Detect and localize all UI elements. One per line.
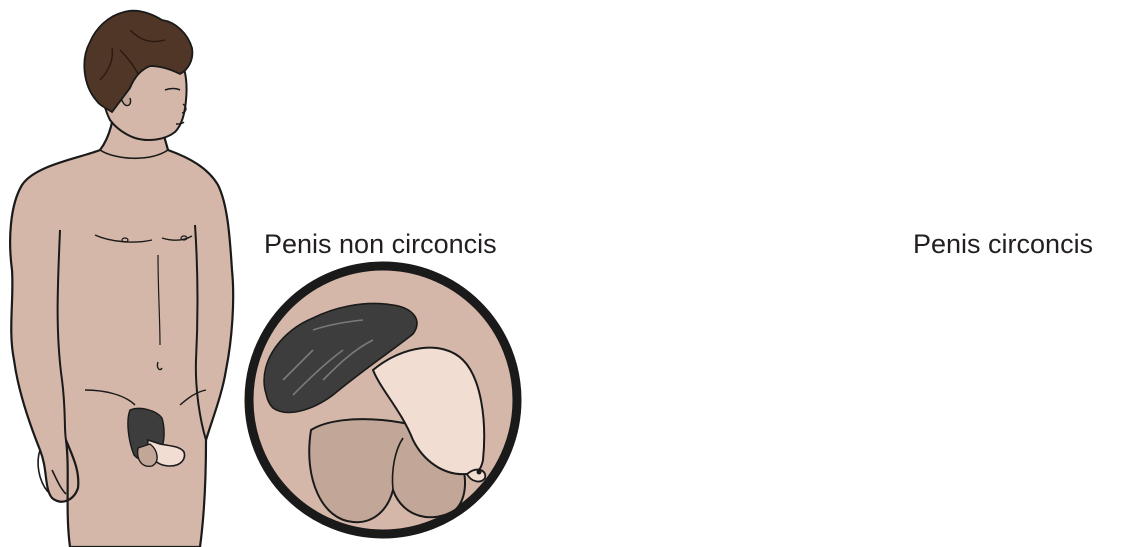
label-uncircumcised: Penis non circoncis	[264, 229, 497, 260]
label-circumcised: Penis circoncis	[913, 229, 1093, 260]
uncircumcised-zoom	[249, 266, 517, 534]
uncircumcised-figure	[10, 11, 233, 547]
